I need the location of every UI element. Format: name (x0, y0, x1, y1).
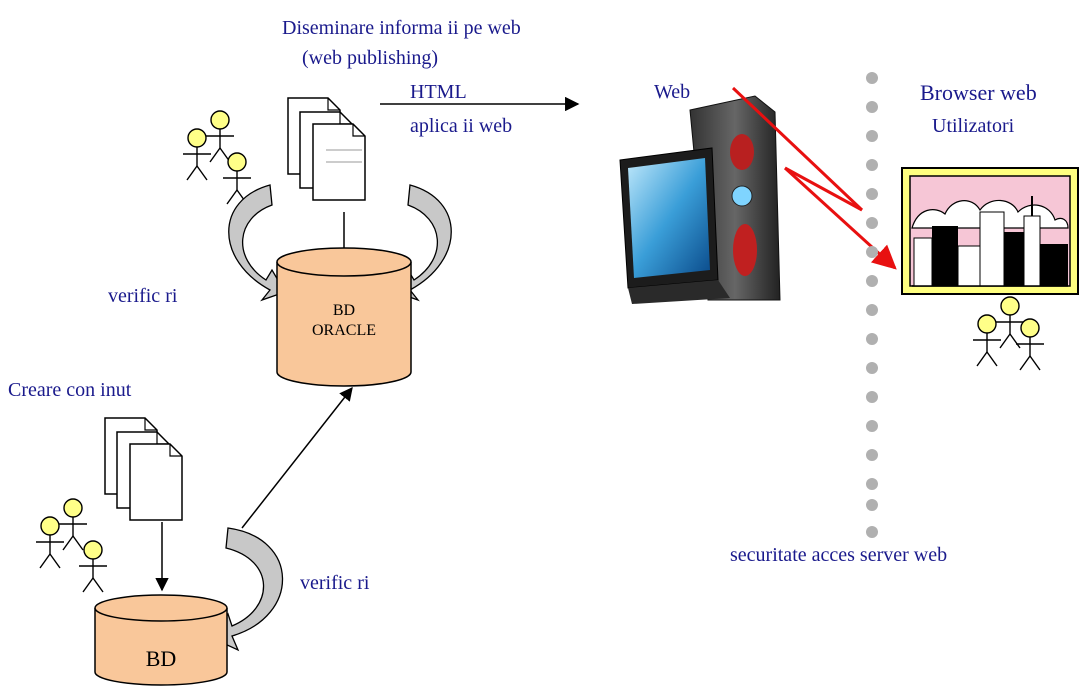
database-cylinder-icon (94, 594, 228, 686)
html-label: HTML (410, 81, 467, 103)
users-label: Utilizatori (932, 115, 1015, 137)
security-separator (866, 72, 878, 538)
document-stack-icon (287, 97, 366, 201)
curved-arrow-icon (394, 184, 452, 302)
local-db-label: BD (145, 646, 177, 671)
oracle-db-label: BD ORACLE (277, 301, 411, 341)
stick-figure-icon (1015, 318, 1045, 371)
oracle-db-line2: ORACLE (312, 322, 376, 339)
checks-top-label: verific ri (108, 285, 178, 307)
web-label: Web (654, 81, 691, 103)
publishing-subtitle: (web publishing) (302, 47, 439, 69)
browser-web-label: Browser web (920, 80, 1037, 105)
content-creation-label: Creare con inut (8, 379, 132, 401)
checks-bottom-label: verific ri (300, 572, 370, 594)
bd-to-oracle-arrow (241, 386, 353, 529)
web-apps-label: aplica ii web (410, 115, 513, 137)
publishing-title: Diseminare informa ii pe web (282, 17, 521, 39)
browser-city-icon (901, 167, 1079, 295)
oracle-db-line1: BD (332, 302, 356, 319)
computer-monitor-icon (619, 95, 781, 304)
security-label: securitate acces server web (730, 544, 948, 566)
document-stack-icon (104, 417, 183, 521)
stick-figure-icon (78, 540, 108, 593)
curved-arrow-icon (228, 184, 286, 302)
database-cylinder-icon (276, 247, 412, 387)
